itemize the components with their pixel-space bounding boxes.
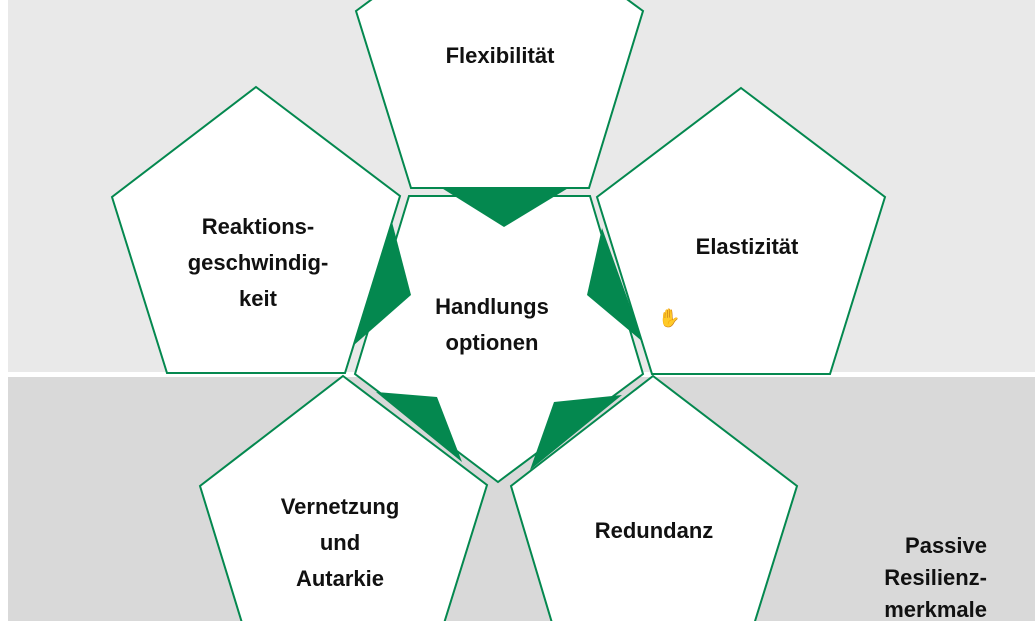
label-line: Redundanz: [594, 518, 714, 543]
label-redundanz: Redundanz: [595, 513, 714, 549]
pentagon-top[interactable]: [354, 0, 645, 189]
pentagon-bottom-left[interactable]: [198, 374, 489, 621]
label-line: optionen: [445, 330, 539, 355]
label-reaktionsgeschwindigkeit: Reaktions- geschwindig- keit: [188, 209, 329, 317]
label-line: Vernetzung: [280, 494, 400, 519]
arrow-bottom-left-icon: [376, 392, 462, 462]
arrow-bottom-right-icon: [530, 395, 622, 470]
pentagon-right[interactable]: [595, 86, 887, 375]
pentagon-bottom-right[interactable]: [509, 374, 799, 621]
label-line: Handlungs: [435, 294, 549, 319]
label-flexibilitaet: Flexibilität: [446, 38, 555, 74]
pentagon-left[interactable]: [110, 85, 402, 374]
label-line: Elastizität: [695, 234, 799, 259]
label-line: Reaktions-: [201, 214, 315, 239]
label-line: merkmale: [884, 597, 987, 622]
arrow-left-icon: [354, 222, 411, 345]
label-line: Passive: [905, 533, 987, 558]
label-line: Autarkie: [295, 566, 385, 591]
arrow-right-icon: [587, 228, 643, 342]
label-line: Flexibilität: [445, 43, 555, 68]
label-line: Resilienz-: [884, 565, 987, 590]
passive-resilience-label: Passive Resilienz- merkmale: [884, 530, 987, 626]
label-line: und: [319, 530, 361, 555]
label-line: geschwindig-: [187, 250, 329, 275]
label-elastizitaet: Elastizität: [696, 229, 799, 265]
label-vernetzung: Vernetzung und Autarkie: [281, 489, 400, 597]
label-line: keit: [239, 286, 277, 311]
label-handlungsoptionen: Handlungs optionen: [435, 289, 549, 361]
hand-cursor-icon: ✋: [658, 308, 681, 328]
arrow-top-icon: [440, 187, 570, 227]
